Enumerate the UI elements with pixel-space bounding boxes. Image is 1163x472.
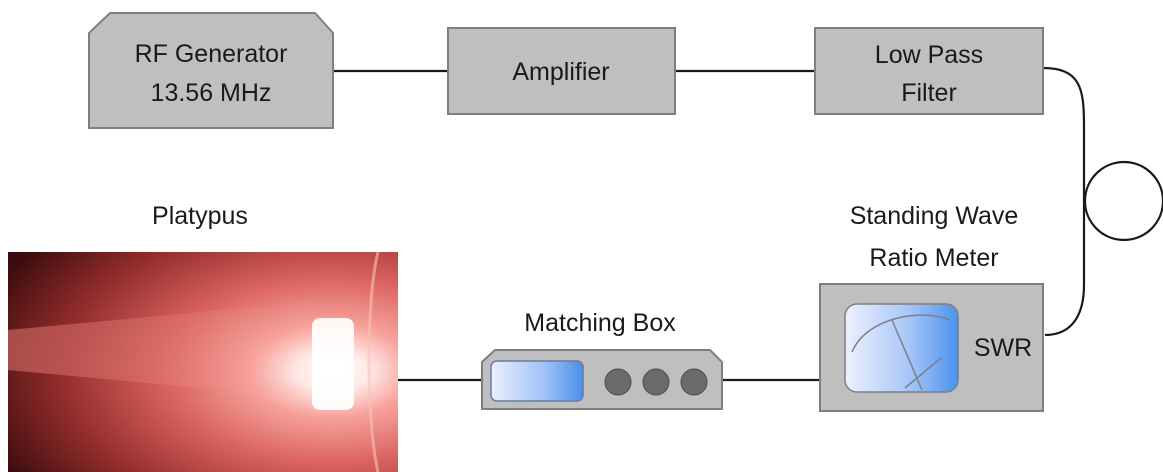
matching-box-display bbox=[490, 360, 584, 402]
platypus-plasma-image bbox=[8, 251, 398, 472]
knob-1 bbox=[604, 368, 632, 396]
amplifier-box: Amplifier bbox=[447, 27, 676, 115]
coil-loop bbox=[1083, 160, 1163, 242]
rf-generator-label-line2: 13.56 MHz bbox=[151, 79, 272, 107]
low-pass-filter-box: Low Pass Filter bbox=[814, 27, 1044, 115]
wire-filter-to-swr bbox=[1042, 66, 1086, 337]
matching-box bbox=[481, 349, 723, 410]
knob-2 bbox=[642, 368, 670, 396]
swr-title-line2: Ratio Meter bbox=[869, 244, 998, 272]
swr-title-line1: Standing Wave bbox=[850, 202, 1019, 230]
swr-needle-2 bbox=[904, 357, 942, 389]
swr-display bbox=[844, 303, 959, 393]
swr-meter-box: SWR bbox=[819, 283, 1044, 412]
rf-generator-box: RF Generator 13.56 MHz bbox=[88, 12, 334, 129]
rf-generator-label-line1: RF Generator bbox=[135, 40, 288, 68]
connection-wires bbox=[333, 66, 1163, 382]
swr-face-label: SWR bbox=[974, 334, 1032, 362]
knob-3 bbox=[680, 368, 708, 396]
platypus-label: Platypus bbox=[152, 202, 248, 230]
low-pass-filter-label-line1: Low Pass bbox=[875, 41, 983, 69]
amplifier-label: Amplifier bbox=[512, 58, 609, 86]
low-pass-filter-label-line2: Filter bbox=[901, 79, 957, 107]
swr-gauge-arc bbox=[851, 314, 951, 353]
matching-box-label: Matching Box bbox=[524, 309, 676, 337]
